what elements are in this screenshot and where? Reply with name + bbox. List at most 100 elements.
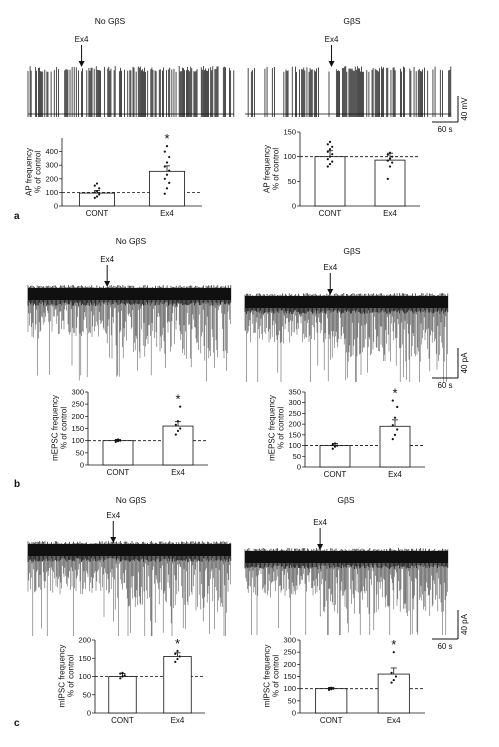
- data-point: [327, 688, 331, 691]
- data-point: [163, 192, 166, 195]
- y-tick-label: 100: [78, 672, 91, 681]
- ap-trace-1: [245, 66, 452, 117]
- group-title: No GβS: [116, 495, 147, 505]
- y-axis-label-line: AP frequency: [263, 145, 272, 193]
- group-title: GβS: [337, 495, 355, 505]
- scale-bar-vertical-label: 40 pA: [460, 352, 469, 374]
- data-point: [328, 140, 332, 143]
- data-point: [95, 182, 99, 185]
- y-tick-label: 300: [288, 398, 301, 407]
- data-point: [390, 671, 393, 674]
- data-point: [179, 405, 182, 408]
- data-point: [328, 148, 332, 151]
- y-tick-label: 0: [292, 202, 296, 211]
- x-tick-label: CONT: [111, 716, 134, 725]
- y-tick-label: 50: [288, 696, 296, 705]
- y-axis-label: mEPSC frequency% of control: [268, 395, 286, 461]
- data-point: [93, 191, 96, 194]
- y-tick-label: 400: [45, 147, 58, 156]
- ap-trace-0: [27, 66, 235, 117]
- stimulus-label-3: Ex4: [323, 263, 337, 272]
- trace-events: [27, 556, 231, 636]
- y-tick-label: 0: [80, 461, 84, 470]
- stimulus-arrowhead-4: [110, 537, 117, 543]
- data-point: [388, 151, 392, 154]
- data-point: [176, 420, 180, 423]
- data-point: [390, 681, 393, 684]
- bar-CONT: [102, 440, 134, 466]
- data-point: [386, 153, 389, 156]
- data-point: [393, 416, 397, 419]
- y-tick-label: 0: [292, 709, 296, 718]
- y-tick-label: 300: [283, 636, 296, 645]
- data-point: [119, 672, 122, 675]
- data-point: [95, 189, 99, 193]
- data-point: [396, 405, 399, 409]
- trace-noise: [27, 285, 232, 306]
- significance-star: *: [175, 392, 180, 407]
- data-point: [163, 165, 166, 168]
- bar-Ex4: [379, 425, 411, 468]
- data-point: [391, 438, 394, 441]
- bar-CONT: [108, 676, 137, 714]
- data-point: [178, 655, 181, 658]
- data-point: [98, 187, 101, 190]
- data-point: [116, 438, 120, 441]
- y-tick-label: 100: [288, 441, 301, 450]
- data-point: [93, 196, 96, 199]
- data-point: [326, 150, 329, 153]
- group-title: No GβS: [95, 16, 126, 26]
- y-tick-label: 200: [45, 174, 58, 183]
- scale-bar-horizontal-label: 60 s: [437, 642, 452, 651]
- y-tick-label: 250: [71, 400, 84, 409]
- y-tick-label: 0: [297, 463, 301, 472]
- data-point: [330, 686, 333, 689]
- bar-CONT: [315, 688, 348, 714]
- y-tick-label: 50: [288, 177, 296, 186]
- y-axis-label-line: mEPSC frequency: [51, 395, 60, 461]
- data-point: [333, 442, 337, 445]
- y-tick-label: 150: [283, 672, 296, 681]
- x-tick-label: Ex4: [160, 209, 174, 218]
- y-axis-label-line: mEPSC frequency: [268, 395, 277, 461]
- group-title: GβS: [343, 246, 361, 256]
- x-tick-label: CONT: [324, 470, 347, 479]
- x-tick-label: Ex4: [383, 209, 397, 218]
- data-point: [179, 427, 182, 430]
- y-tick-label: 150: [283, 128, 296, 137]
- y-axis-label-line: % of control: [60, 407, 69, 449]
- x-tick-label: CONT: [320, 716, 343, 725]
- trace-noise: [244, 548, 449, 569]
- y-axis-label: AP frequency% of control: [25, 148, 43, 196]
- data-point: [328, 162, 332, 166]
- data-point: [326, 143, 329, 146]
- x-tick-label: Ex4: [387, 716, 401, 725]
- panel-letter-b: b: [14, 479, 20, 490]
- significance-star: *: [391, 637, 396, 652]
- x-tick-label: Ex4: [171, 468, 185, 477]
- data-point: [396, 428, 399, 431]
- data-point: [123, 674, 126, 677]
- data-point: [336, 444, 339, 447]
- group-title: GβS: [343, 16, 361, 26]
- y-tick-label: 150: [288, 430, 301, 439]
- bar-Ex4: [163, 656, 192, 714]
- data-point: [116, 440, 120, 443]
- y-tick-label: 200: [71, 412, 84, 421]
- bar-CONT: [79, 192, 115, 207]
- stimulus-arrowhead-5: [317, 544, 324, 550]
- stimulus-arrowhead-0: [78, 61, 85, 67]
- x-tick-label: CONT: [86, 209, 109, 218]
- bar-CONT: [319, 445, 351, 468]
- panel-letter-a: a: [14, 211, 20, 222]
- y-axis-label-line: mIPSC frequency: [58, 645, 67, 708]
- y-tick-label: 150: [71, 424, 84, 433]
- data-point: [121, 675, 124, 678]
- scale-bar-vertical-label: 40 mV: [460, 97, 469, 121]
